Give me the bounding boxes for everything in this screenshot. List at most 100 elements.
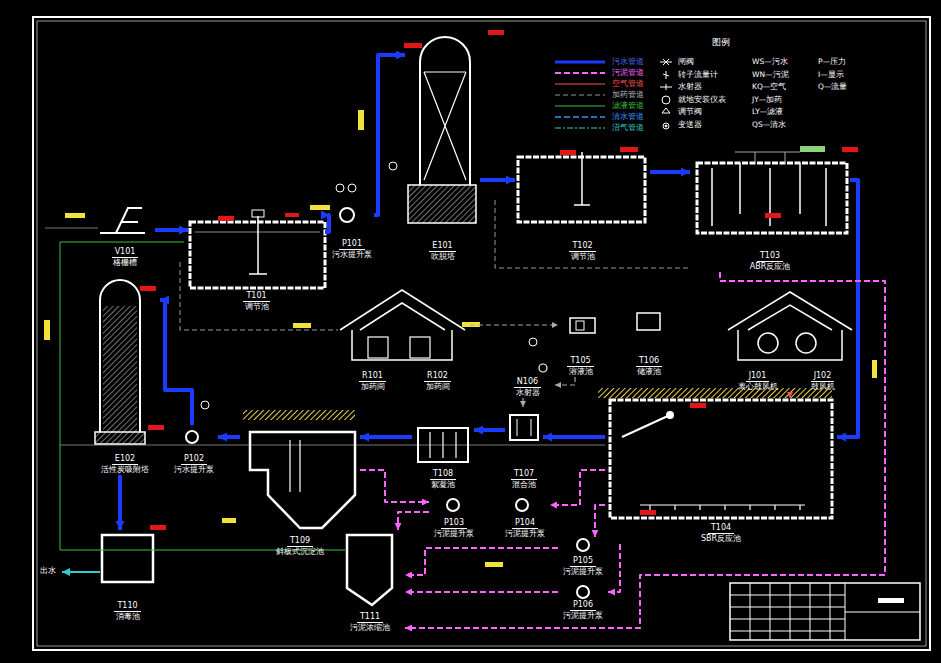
equipment-node: E101吹脱塔 [405, 40, 480, 262]
legend-text: Q—流量 [818, 82, 847, 91]
equipment-node: P105污泥提升泵 [558, 537, 608, 577]
equipment-outline-part [447, 499, 459, 511]
equipment-tag: V101 [112, 247, 139, 258]
equipment-tag: P106 [570, 600, 596, 611]
equipment-outline-part [408, 185, 476, 223]
instrument-symbol-part [201, 401, 209, 409]
elevation-tag-part [690, 403, 706, 408]
equipment-name: 溶液池 [569, 367, 593, 377]
legend-sample-part-part [662, 96, 670, 104]
legend-sample-part [555, 106, 605, 107]
equipment-outline-part [697, 163, 847, 233]
legend-text: 空气管道 [612, 79, 644, 88]
equipment-name: 斜板式沉淀池 [276, 547, 324, 557]
equipment-node: T108絮凝池 [412, 420, 474, 490]
equipment-name: SBR反应池 [701, 534, 741, 544]
legend-sample-part-part [662, 108, 670, 113]
equipment-label-group: T105溶液池 [558, 356, 603, 377]
sewage-pipe [650, 170, 690, 174]
equipment-node: P103污泥提升泵 [429, 497, 479, 539]
equipment-node: P104污泥提升泵 [500, 497, 550, 539]
equipment-node: T103ABR反应池 [690, 160, 850, 272]
legend-sample-part [555, 116, 605, 118]
equipment-outline-part [574, 152, 590, 205]
dosing-pipe [522, 398, 523, 407]
equipment-name: 污水提升泵 [332, 250, 372, 260]
title-block [730, 583, 920, 640]
sewage-pipe [325, 215, 330, 232]
equipment-node: T102调节池 [515, 157, 650, 262]
ground-line-part [45, 228, 98, 229]
elevation-tag-part [765, 213, 781, 218]
equipment-outline-part [576, 321, 584, 330]
label-text: 出水 [40, 566, 56, 575]
equipment-name: 活性炭吸附塔 [101, 465, 149, 475]
sewage-pipe [155, 228, 188, 232]
equipment-tag: R101 [359, 371, 386, 382]
legend-sample-part [555, 128, 605, 129]
equipment-label-group: P101污水提升泵 [330, 239, 374, 260]
sludge-pipe [595, 505, 605, 537]
equipment-node: N106水射器 [500, 360, 555, 398]
note-bar [44, 110, 877, 567]
legend-text: KQ—空气 [752, 82, 786, 91]
elevation-tag-part [148, 425, 164, 430]
equipment-outline-part [186, 431, 198, 443]
equipment-node: T106储液池 [625, 310, 673, 377]
drawing-frame-part [33, 17, 930, 650]
elevation-tag-part [404, 43, 422, 48]
equipment-name: ABR反应池 [750, 262, 791, 272]
sewage-pipe [360, 435, 412, 439]
equipment-outline-part [539, 364, 547, 372]
note-bar-part [310, 205, 330, 210]
legend-sample-part-part [660, 84, 672, 90]
sewage-pipe [474, 428, 505, 432]
equipment-name: 污泥提升泵 [434, 529, 474, 539]
legend-sample-part [555, 61, 605, 64]
legend-text: 变送器 [678, 120, 702, 129]
equipment-tag: T109 [287, 536, 313, 547]
equipment-label-group: P105污泥提升泵 [558, 556, 608, 577]
equipment-name: 调节池 [245, 302, 269, 312]
equipment-outline-part [95, 432, 145, 444]
equipment-outline-part [510, 415, 538, 440]
equipment-name: 鼓风机 [811, 382, 835, 392]
equipment-outline [95, 37, 852, 605]
instrument-symbol-part [336, 184, 344, 192]
instrument-symbol-part [389, 162, 397, 170]
equipment-node: R101R102加药间加药间 [340, 290, 470, 392]
equipment-label-group: E101吹脱塔 [405, 241, 480, 262]
legend-text: JY—加药 [752, 95, 782, 104]
sludge-pipe [608, 544, 620, 592]
equipment-outline-part [430, 432, 456, 458]
equipment-outline-part [517, 419, 531, 436]
equipment-label-group: P103污泥提升泵 [429, 518, 479, 539]
equipment-label-group: V101格栅槽 [95, 247, 155, 268]
equipment-outline-part [622, 415, 670, 437]
equipment-label-group: T108絮凝池 [412, 469, 474, 490]
instrument-symbol-part [348, 184, 356, 192]
legend-text: P—压力 [818, 57, 846, 66]
equipment-node: T107混合池 [505, 407, 543, 490]
equipment-outline-part [102, 535, 153, 582]
elevation-tag-part [218, 216, 234, 221]
equipment-tag: J102 [811, 371, 835, 382]
legend-text: 水射器 [678, 82, 702, 91]
equipment-name: 储液池 [637, 367, 661, 377]
legend-text: 就地安装仪表 [678, 95, 726, 104]
sludge-pipe [405, 591, 558, 593]
equipment-outline-part [640, 505, 805, 510]
elevation-tag-part [640, 510, 656, 515]
equipment-tag: P103 [441, 518, 467, 529]
equipment-outline-part [249, 216, 267, 274]
equipment-outline-part [728, 292, 852, 360]
equipment-node: E102活性炭吸附塔 [90, 283, 160, 475]
sewage-pipe [480, 178, 515, 182]
legend-sample-part-part [660, 59, 672, 65]
equipment-tag: T105 [567, 356, 593, 367]
equipment-outline-part [103, 306, 137, 432]
equipment-name: 加药间 [361, 382, 385, 392]
equipment-outline-part [290, 440, 300, 492]
equipment-label-group: T103ABR反应池 [690, 251, 850, 272]
legend-sample [555, 59, 672, 129]
